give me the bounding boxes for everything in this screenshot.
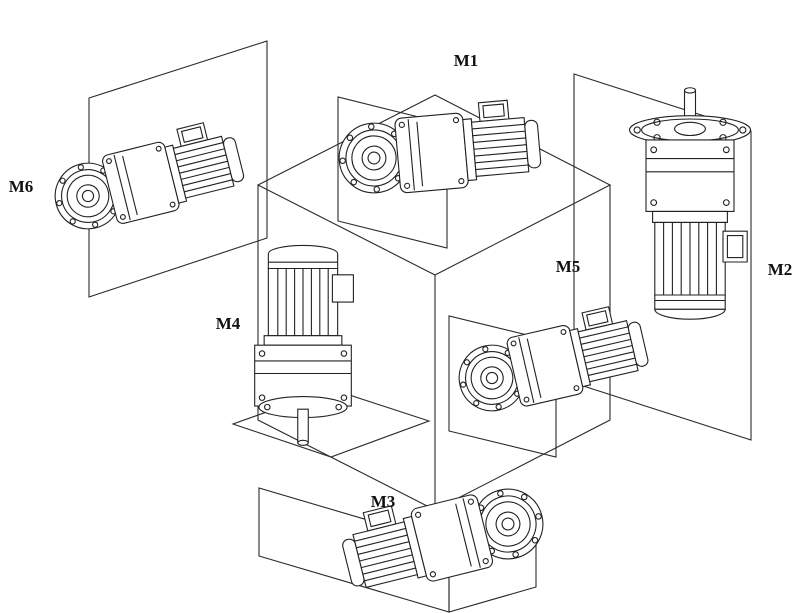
gearmotor-m1: [334, 97, 543, 199]
position-labels: M1 M2 M3 M4 M5 M6: [9, 51, 793, 511]
gearmotor-m5: [449, 300, 653, 421]
label-m3: M3: [371, 492, 396, 511]
gearmotor-m4: [254, 244, 354, 446]
label-m2: M2: [768, 260, 793, 279]
plane-m6: [88, 40, 268, 298]
label-m1: M1: [454, 51, 479, 70]
plane-m5: [448, 315, 557, 458]
plane-m1: [337, 96, 448, 249]
label-m6: M6: [9, 177, 34, 196]
gearmotor-m6: [45, 115, 249, 239]
gearmotor-m2: [628, 87, 752, 320]
label-m4: M4: [216, 314, 241, 333]
label-m5: M5: [556, 257, 581, 276]
gearmotor-m3: [335, 470, 552, 601]
